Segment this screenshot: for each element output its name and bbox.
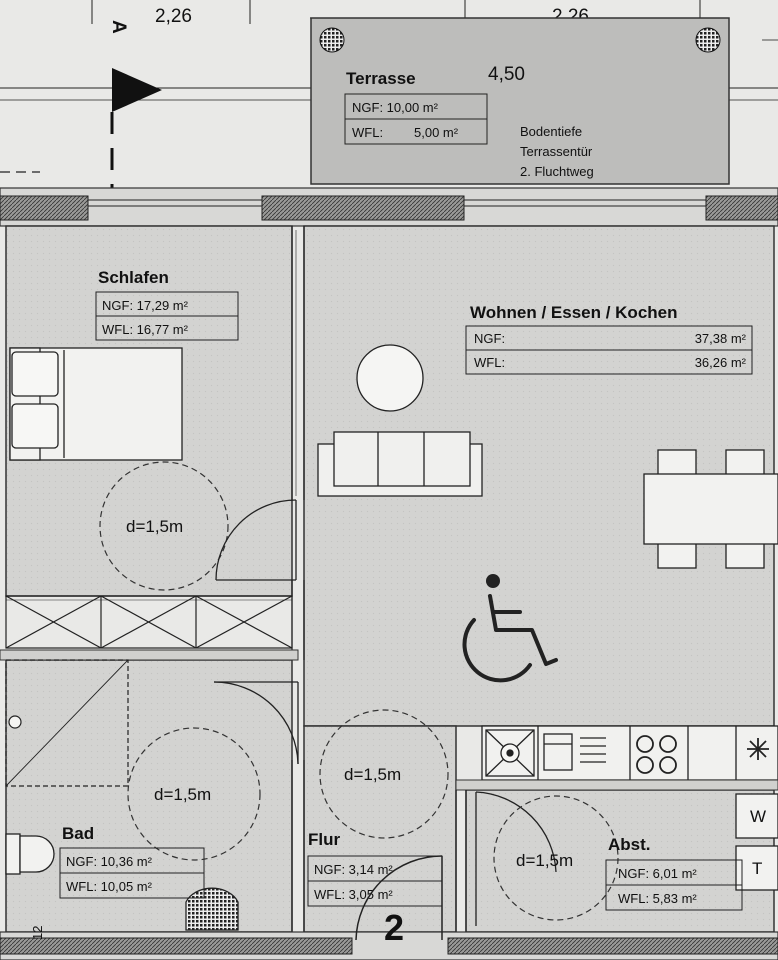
door-bad	[213, 681, 299, 765]
turning-circle-flur	[319, 709, 449, 839]
room-schlafen-title: Schlafen	[98, 268, 169, 287]
turning-circle-schlafen	[99, 461, 229, 591]
room-flur-title: Flur	[308, 830, 340, 849]
terrace-light-left-icon	[319, 27, 345, 53]
terrace-note-3: 2. Fluchtweg	[520, 164, 594, 179]
terrace-wfl-label: WFL:	[352, 125, 383, 140]
terrace-area-table	[344, 93, 488, 145]
terrace-area	[310, 17, 730, 185]
section-marker-label: A	[108, 20, 129, 34]
cooktop-icon	[636, 735, 677, 774]
turning-circle-abst-label: d=1,5m	[516, 851, 573, 870]
wardrobe	[5, 595, 293, 649]
turning-circle-abst	[493, 795, 619, 921]
room-wohnen-area-table	[465, 325, 753, 375]
coffee-table-icon	[356, 344, 424, 412]
bed-icon	[9, 347, 183, 461]
kitchen-counter	[481, 725, 778, 781]
room-bad-title: Bad	[62, 824, 94, 843]
room-schlafen-wfl: WFL: 16,77 m²	[102, 322, 189, 337]
washbasin-icon	[185, 887, 239, 931]
edge-label: 12	[30, 926, 45, 940]
terrace-note-2: Terrassentür	[520, 144, 593, 159]
terrace-light-right-icon	[695, 27, 721, 53]
room-wohnen-wfl-value: 36,26 m²	[695, 355, 747, 370]
room-schlafen-area-table	[95, 291, 239, 341]
turning-circle-schlafen-label: d=1,5m	[126, 517, 183, 536]
washer-dryer-stack	[735, 793, 778, 891]
door-abst	[475, 791, 557, 926]
terrace-title: Terrasse	[346, 69, 416, 88]
dining-table-icon	[643, 449, 778, 569]
room-abst-title: Abst.	[608, 835, 651, 854]
room-schlafen-ngf: NGF: 17,29 m²	[102, 298, 189, 313]
room-abst-wfl: WFL: 5,83 m²	[618, 891, 697, 906]
washer-label: W	[750, 807, 766, 826]
room-wohnen-title: Wohnen / Essen / Kochen	[470, 303, 678, 322]
turning-circle-bad-label: d=1,5m	[154, 785, 211, 804]
room-bad-area-table	[59, 847, 205, 899]
room-abst-area-table	[605, 859, 743, 911]
terrace-width-dimension: 4,50	[488, 64, 525, 85]
interior-wall-vertical	[291, 226, 305, 932]
toilet-icon	[5, 833, 55, 875]
wheelchair-icon	[462, 574, 558, 683]
entrance-door	[355, 855, 443, 941]
room-bad-ngf: NGF: 10,36 m²	[66, 854, 153, 869]
turning-circle-bad	[127, 727, 261, 861]
turning-circle-flur-label: d=1,5m	[344, 765, 401, 784]
sink-icon	[485, 729, 535, 777]
room-wohnen-wfl-label: WFL:	[474, 355, 505, 370]
fridge-icon	[747, 738, 769, 760]
dishwasher-icon	[543, 733, 606, 771]
room-wohnen-ngf-label: NGF:	[474, 331, 505, 346]
room-flur-ngf: NGF: 3,14 m²	[314, 862, 393, 877]
unit-number: 2	[384, 907, 404, 948]
terrace-note-1: Bodentiefe	[520, 124, 582, 139]
room-flur-floor	[303, 725, 457, 933]
door-schlafen	[215, 499, 297, 581]
room-flur-wfl: WFL: 3,05 m²	[314, 887, 393, 902]
top-exterior-wall	[0, 187, 778, 227]
room-wohnen-ngf-value: 37,38 m²	[695, 331, 747, 346]
room-abst-floor	[465, 789, 775, 933]
sofa-icon	[317, 431, 483, 497]
room-abst-ngf: NGF: 6,01 m²	[618, 866, 697, 881]
terrace-ngf: NGF: 10,00 m²	[352, 100, 439, 115]
dimension-top-left: 2,26	[155, 6, 192, 27]
shower-area	[5, 659, 129, 787]
bottom-exterior-wall	[0, 931, 778, 960]
terrace-wfl-value: 5,00 m²	[414, 125, 459, 140]
room-bad-wfl: WFL: 10,05 m²	[66, 879, 153, 894]
dryer-label: T	[752, 859, 762, 878]
